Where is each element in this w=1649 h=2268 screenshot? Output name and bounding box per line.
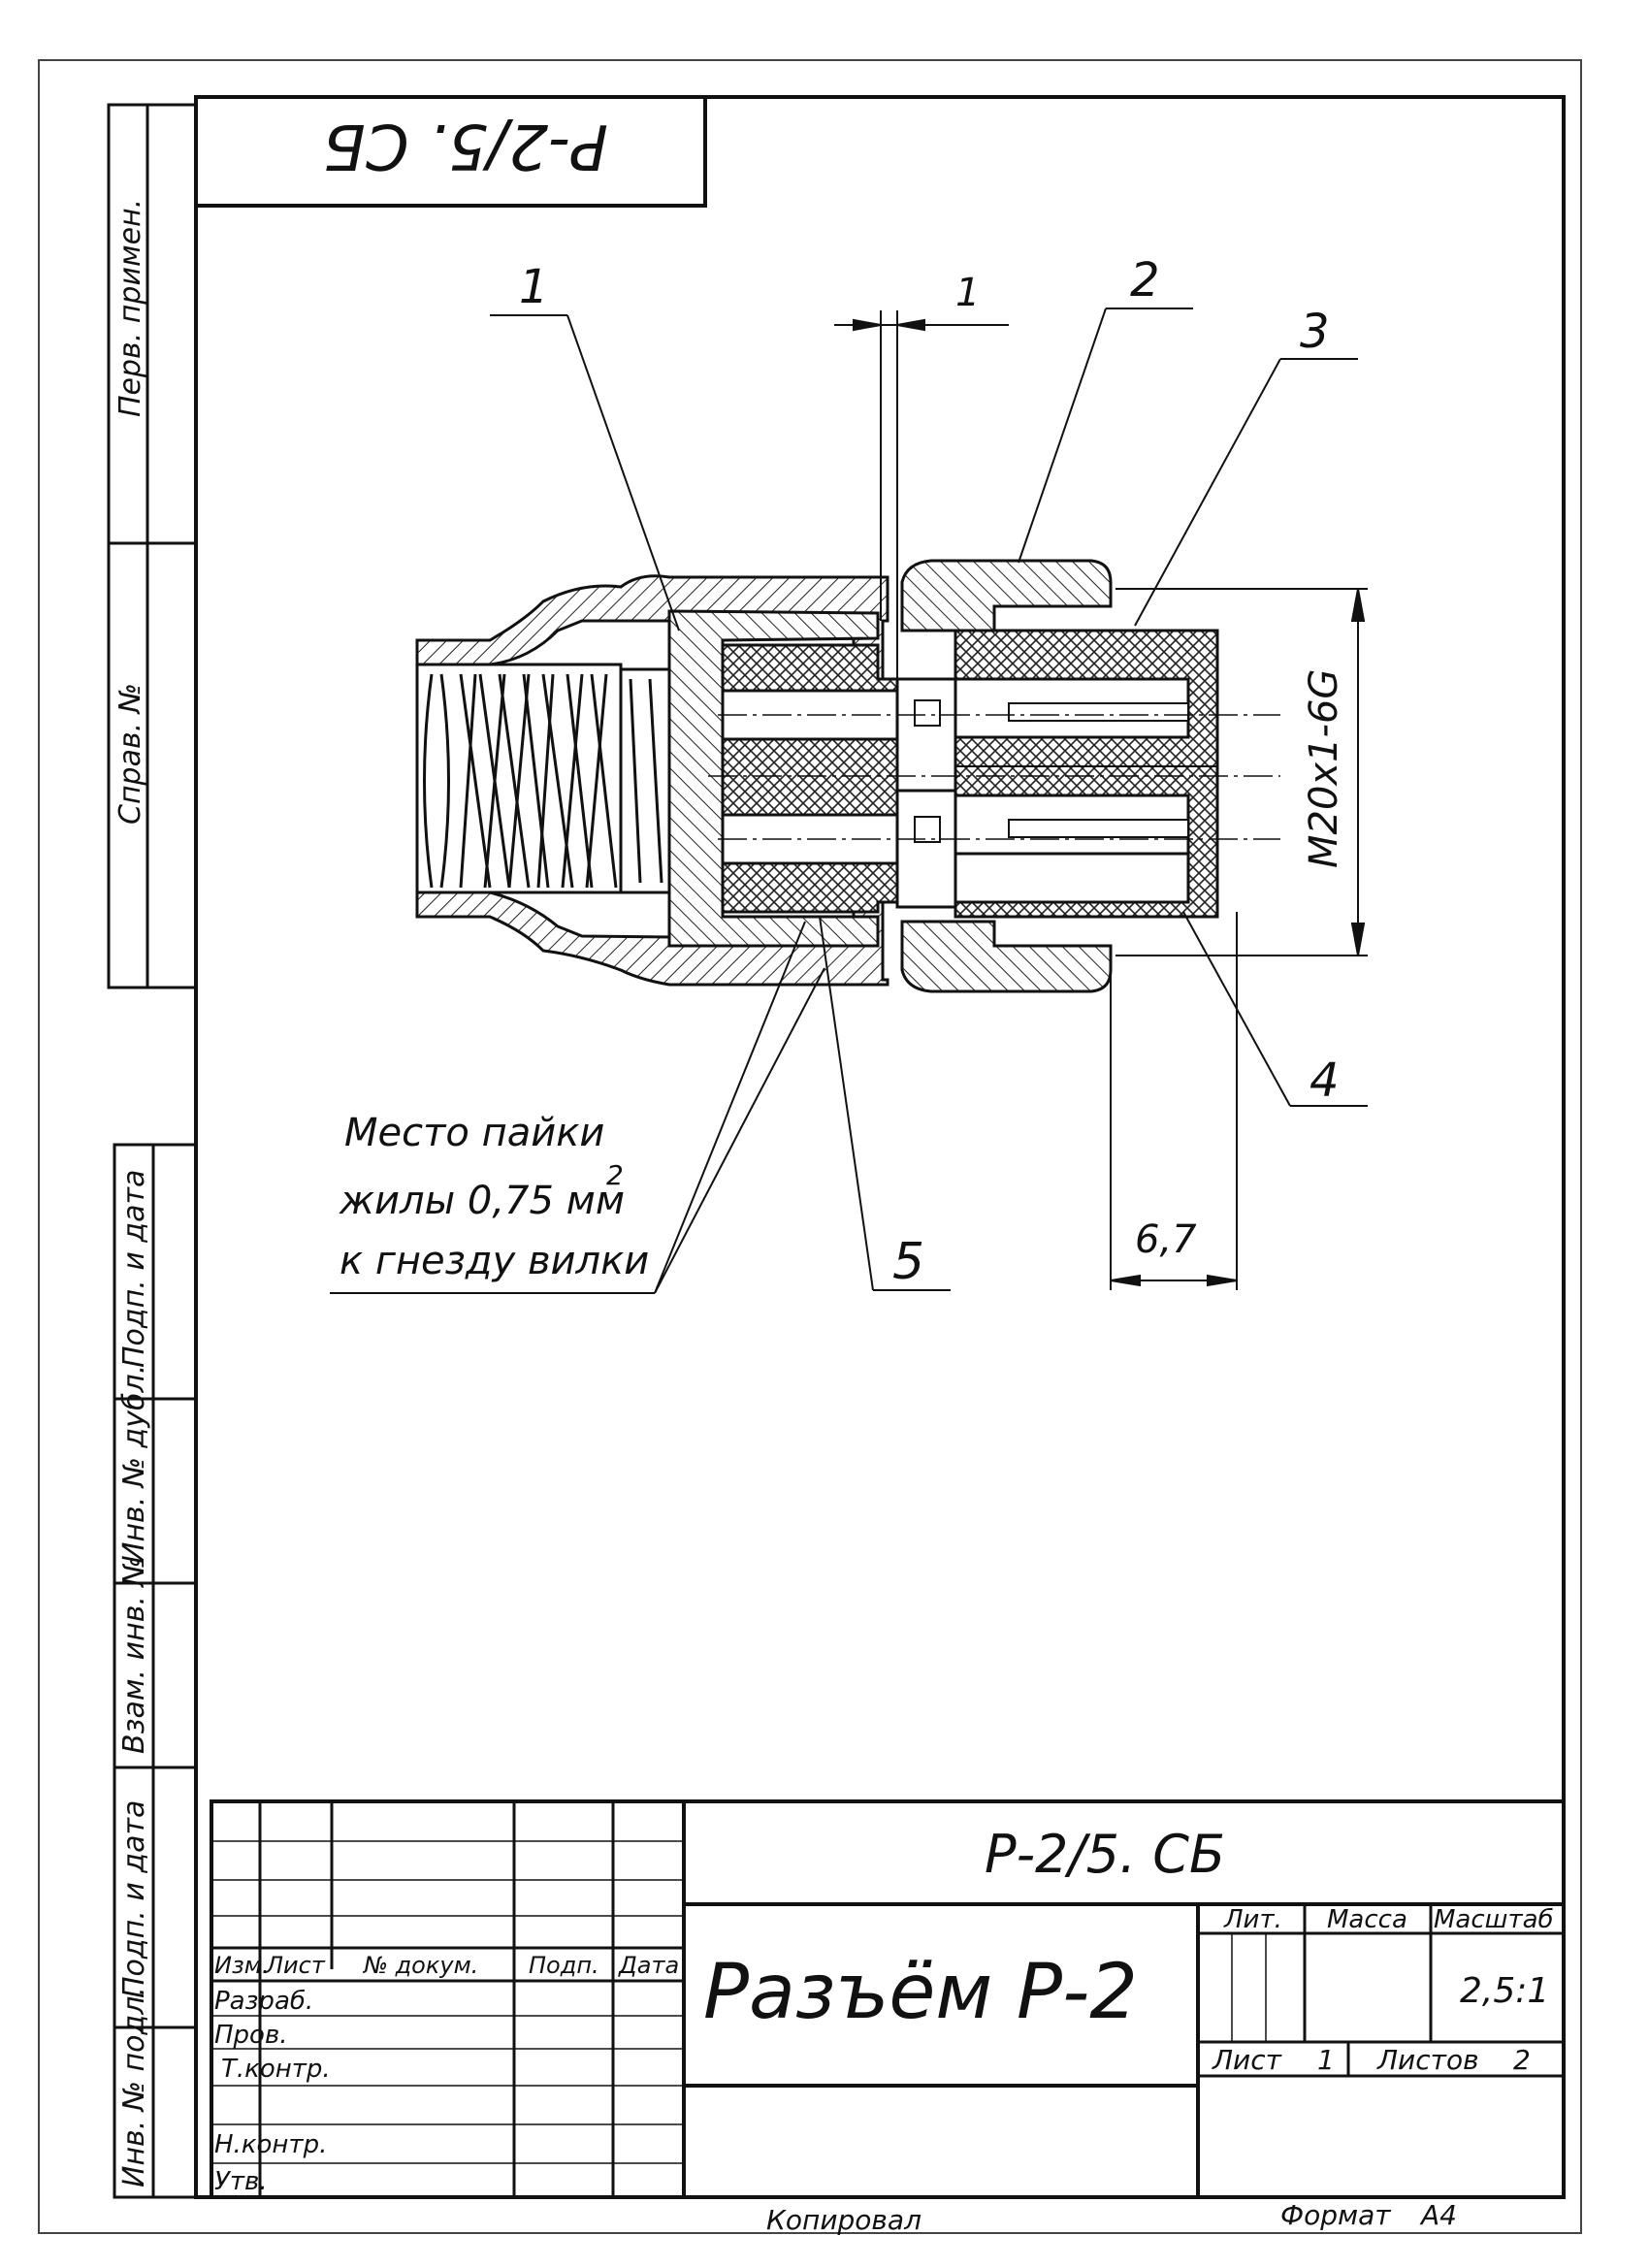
union-nut-top [900, 559, 1113, 632]
callout-pos-2: 2 [1130, 253, 1160, 308]
union-nut-bottom [900, 920, 1113, 993]
tb-hdr-data: Дата [619, 1952, 680, 1979]
drawing-code: Р-2/5. СБ [985, 1824, 1226, 1885]
footer-format-label: Формат [1280, 2199, 1391, 2231]
tb-massa: Масса [1327, 1905, 1407, 1934]
tb-masshtab: Масштаб [1434, 1905, 1554, 1934]
coupling-body [954, 629, 1219, 919]
tb-listov-value: 2 [1513, 2044, 1531, 2076]
tb-razrab: Разраб. [214, 1987, 314, 2016]
tb-lit: Лит. [1224, 1905, 1282, 1934]
dimension-thread [1116, 588, 1368, 956]
tb-listov-label: Листов [1377, 2044, 1479, 2076]
callout-pos-5: 5 [892, 1233, 925, 1291]
drawing-title: Разъём Р-2 [703, 1949, 1138, 2036]
footer-format-value: А4 [1421, 2199, 1457, 2231]
tb-hdr-izm: Изм. [214, 1952, 270, 1979]
tb-hdr-podp: Подп. [529, 1952, 599, 1979]
side-podp-data-2: Подп. и дата [117, 1799, 151, 1998]
tb-list-label: Лист [1212, 2044, 1281, 2076]
side-perv-primen: Перв. примен. [113, 198, 147, 417]
note-line-1: Место пайки [344, 1111, 605, 1155]
tb-utv: Утв. [214, 2167, 268, 2196]
side-sprav-no: Справ. № [113, 683, 147, 825]
title-block [210, 1799, 1566, 2199]
tb-tkontr: Т.контр. [221, 2055, 331, 2084]
dimension-67-value: 6,7 [1135, 1217, 1197, 1262]
side-podp-data-1: Подп. и дата [117, 1169, 151, 1368]
tb-prov: Пров. [214, 2021, 288, 2050]
tb-hdr-list: Лист [266, 1952, 325, 1979]
note-superscript: 2 [606, 1159, 624, 1191]
corner-drawing-code: Р-2/5. СБ [323, 110, 608, 181]
footer-copied: Копировал [766, 2204, 922, 2236]
outer-frame [38, 59, 1582, 2234]
callout-pos-3: 3 [1300, 305, 1330, 359]
tb-nkontr: Н.контр. [214, 2130, 328, 2159]
callout-pos-1: 1 [519, 260, 549, 314]
spring [423, 673, 618, 889]
side-inv-podl: Инв. № подл. [117, 1987, 151, 2187]
dimension-gap-value: 1 [955, 271, 981, 315]
connector-section-view [415, 559, 1280, 993]
side-vzam-inv: Взам. инв. № [117, 1556, 151, 1754]
leader-lines [330, 308, 1368, 1294]
note-line-3: к гнезду вилки [340, 1239, 650, 1283]
dimension-gap [834, 310, 1009, 679]
socket-contact-lower [895, 789, 957, 909]
socket-contact-upper [895, 677, 957, 793]
side-column-top [107, 103, 198, 989]
tb-scale-value: 2,5:1 [1460, 1971, 1550, 2011]
side-column-bottom [113, 1143, 198, 2199]
dimension-67 [1110, 912, 1238, 1290]
thread-designation: М20х1-6G [1302, 668, 1346, 868]
callout-pos-4: 4 [1310, 1053, 1340, 1108]
note-line-2: жилы 0,75 мм [340, 1179, 626, 1223]
tb-hdr-docum: № докум. [364, 1952, 479, 1979]
side-inv-dubl: Инв. № дубл. [117, 1364, 151, 1564]
tb-list-value: 1 [1317, 2044, 1335, 2076]
